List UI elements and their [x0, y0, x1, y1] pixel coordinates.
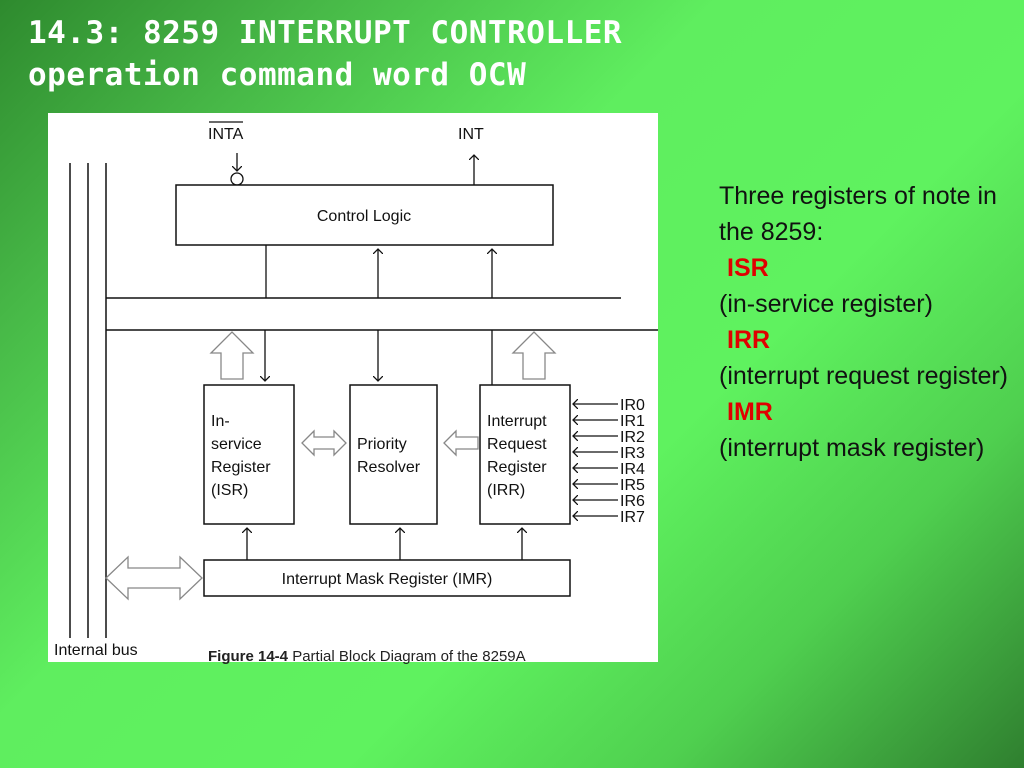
irr-line-2: Request	[487, 436, 547, 453]
ir0-label: IR0	[620, 397, 645, 414]
irr-abbr: IRR	[727, 326, 771, 354]
isr-line-1: In-	[211, 413, 230, 430]
isr-priority-arrow	[301, 429, 347, 457]
isr-note: ISR (in-service register)	[719, 250, 1009, 322]
figure-number: Figure 14-4	[208, 648, 289, 665]
imr-note: IMR (interrupt mask register)	[719, 394, 1009, 466]
irr-line-3: Register	[487, 459, 547, 476]
isr-line-4: (ISR)	[211, 482, 248, 499]
priority-resolver-box	[349, 384, 438, 525]
ir1-label: IR1	[620, 413, 645, 430]
isr-desc: (in-service register)	[719, 290, 933, 318]
isr-bus-arrow	[209, 331, 255, 380]
title-line-2: operation command word OCW	[28, 57, 527, 93]
inta-bubble	[230, 172, 244, 186]
ir-input-lines	[573, 404, 618, 516]
irr-line-4: (IRR)	[487, 482, 525, 499]
irr-note: IRR (interrupt request register)	[719, 322, 1009, 394]
internal-bus-label: Internal bus	[54, 642, 138, 659]
block-diagram-figure: INTA INT Control Logic In- service Regis…	[48, 113, 658, 665]
irr-line-1: Interrupt	[487, 413, 547, 430]
ir3-label: IR3	[620, 445, 645, 462]
ir7-label: IR7	[620, 509, 645, 526]
priority-line-2: Resolver	[357, 459, 421, 476]
slide-title: 14.3: 8259 INTERRUPT CONTROLLER operatio…	[28, 12, 622, 96]
imr-label: Interrupt Mask Register (IMR)	[282, 571, 493, 588]
figure-caption: Figure 14-4 Partial Block Diagram of the…	[208, 648, 526, 665]
block-diagram: INTA INT Control Logic In- service Regis…	[54, 121, 658, 659]
priority-line-1: Priority	[357, 436, 407, 453]
irr-priority-arrow	[443, 429, 479, 457]
control-logic-box	[175, 184, 554, 246]
ir5-label: IR5	[620, 477, 645, 494]
imr-box	[203, 559, 571, 597]
irr-desc: (interrupt request register)	[719, 362, 1009, 390]
bus-imr-arrow	[105, 555, 203, 601]
ir4-label: IR4	[620, 461, 645, 478]
irr-bus-arrow	[511, 331, 557, 380]
control-logic-label: Control Logic	[317, 208, 411, 225]
imr-desc: (interrupt mask register)	[719, 434, 985, 462]
register-notes: Three registers of note in the 8259: ISR…	[719, 178, 1009, 466]
figure-caption-text: Partial Block Diagram of the 8259A	[292, 648, 526, 665]
isr-box	[203, 384, 295, 525]
isr-abbr: ISR	[727, 254, 769, 282]
imr-abbr: IMR	[727, 398, 773, 426]
int-label: INT	[458, 126, 484, 143]
title-line-1: 14.3: 8259 INTERRUPT CONTROLLER	[28, 15, 623, 51]
ir2-label: IR2	[620, 429, 645, 446]
inta-label: INTA	[208, 126, 244, 143]
isr-line-3: Register	[211, 459, 271, 476]
ir6-label: IR6	[620, 493, 645, 510]
isr-line-2: service	[211, 436, 262, 453]
irr-box	[479, 384, 571, 525]
notes-intro: Three registers of note in the 8259:	[719, 182, 997, 246]
